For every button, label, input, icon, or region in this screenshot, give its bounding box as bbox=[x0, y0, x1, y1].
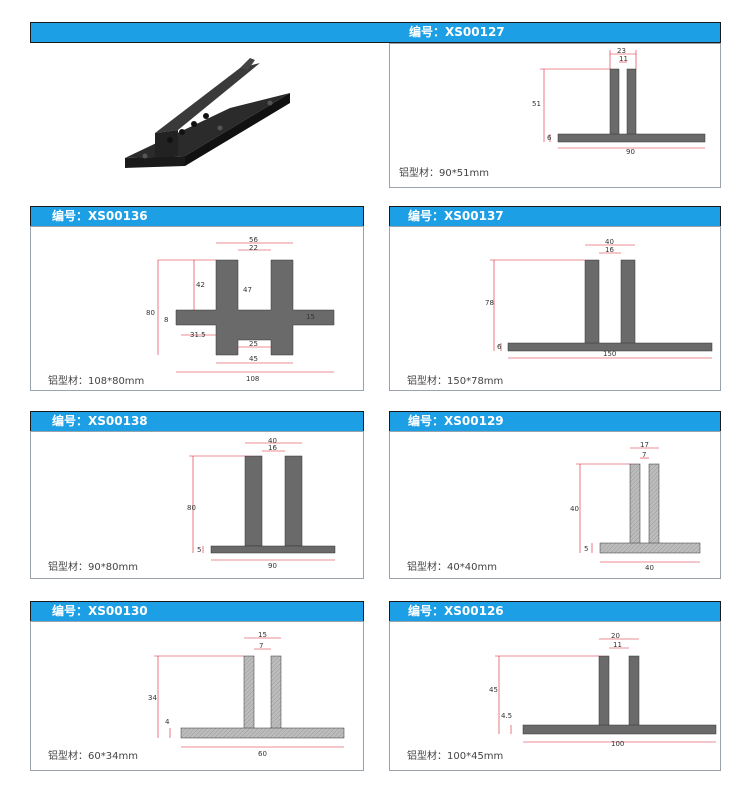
card-header-xs00138: 编号：XS00138 bbox=[30, 411, 364, 432]
dim-t: 4 bbox=[165, 718, 170, 726]
dim-top2: 22 bbox=[249, 244, 258, 252]
dim-h: 40 bbox=[570, 505, 579, 513]
dim-w1: 40 bbox=[268, 437, 277, 445]
dim-h2: 47 bbox=[243, 286, 252, 294]
card-header-xs00126: 编号：XS00126 bbox=[389, 601, 721, 622]
profile-drawing: 40 16 80 5 90 bbox=[181, 436, 361, 575]
dim-w1: 23 bbox=[617, 47, 626, 55]
dim-w2: 11 bbox=[619, 55, 628, 63]
card-header-xs00137: 编号：XS00137 bbox=[389, 206, 721, 227]
card-code: 编号：XS00138 bbox=[52, 414, 148, 428]
card-xs00136: 56 22 42 47 80 8 31.5 15 25 45 108 铝型材：1… bbox=[30, 226, 364, 391]
material-label: 铝型材：108*80mm bbox=[48, 376, 145, 387]
dim-top1: 56 bbox=[249, 236, 258, 244]
dim-w2: 7 bbox=[259, 642, 263, 650]
top-code: 编号：XS00127 bbox=[409, 25, 505, 39]
material-label: 铝型材：100*45mm bbox=[407, 751, 504, 762]
dim-small: 15 bbox=[306, 313, 315, 321]
card-code: 编号：XS00126 bbox=[408, 604, 504, 618]
dim-base: 90 bbox=[268, 562, 277, 570]
dim-h: 45 bbox=[489, 686, 498, 694]
material-label: 铝型材：40*40mm bbox=[407, 562, 497, 573]
card-xs00129: 17 7 40 5 40 铝型材：40*40mm bbox=[389, 431, 721, 579]
card-header-xs00129: 编号：XS00129 bbox=[389, 411, 721, 432]
card-code: 编号：XS00130 bbox=[52, 604, 148, 618]
card-xs00127: 23 11 51 6 90 铝型材：90*51mm bbox=[389, 43, 721, 188]
card-header-xs00136: 编号：XS00136 bbox=[30, 206, 364, 227]
dim-h: 51 bbox=[532, 100, 541, 108]
dim-base: 108 bbox=[246, 375, 259, 383]
dim-w1: 40 bbox=[605, 238, 614, 246]
dim-base: 100 bbox=[611, 740, 624, 748]
dim-w2: 7 bbox=[642, 451, 646, 459]
dim-t: 6 bbox=[547, 134, 552, 142]
dim-t: 4.5 bbox=[501, 712, 512, 720]
profile-drawing: 17 7 40 5 40 bbox=[570, 436, 720, 575]
material-label: 铝型材：150*78mm bbox=[407, 376, 504, 387]
profile-drawing: 23 11 51 6 90 bbox=[530, 44, 710, 163]
top-header: 编号：XS00127 bbox=[30, 22, 721, 43]
product-photo bbox=[100, 48, 300, 188]
dim-w1: 17 bbox=[640, 441, 649, 449]
dim-side: 31.5 bbox=[190, 331, 206, 339]
profile-drawing: 40 16 78 6 150 bbox=[485, 235, 715, 369]
dim-h: 34 bbox=[148, 694, 157, 702]
dim-t: 5 bbox=[197, 546, 201, 554]
dim-w2: 11 bbox=[613, 641, 622, 649]
profile-drawing: 15 7 34 4 60 bbox=[146, 628, 356, 762]
dim-base: 60 bbox=[258, 750, 267, 758]
dim-base: 90 bbox=[626, 148, 635, 156]
dim-t: 8 bbox=[164, 316, 168, 324]
dim-base: 150 bbox=[603, 350, 616, 358]
profile-drawing: 20 11 45 4.5 100 bbox=[485, 628, 720, 757]
card-code: 编号：XS00137 bbox=[408, 209, 504, 223]
card-code: 编号：XS00129 bbox=[408, 414, 504, 428]
material-label: 铝型材：60*34mm bbox=[48, 751, 138, 762]
card-xs00138: 40 16 80 5 90 铝型材：90*80mm bbox=[30, 431, 364, 579]
card-xs00130: 15 7 34 4 60 铝型材：60*34mm bbox=[30, 621, 364, 771]
dim-base: 40 bbox=[645, 564, 654, 571]
card-header-xs00130: 编号：XS00130 bbox=[30, 601, 364, 622]
dim-inner: 45 bbox=[249, 355, 258, 363]
dim-h1: 42 bbox=[196, 281, 205, 289]
dim-w2: 16 bbox=[605, 246, 614, 254]
dim-t: 5 bbox=[584, 545, 588, 553]
card-xs00137: 40 16 78 6 150 铝型材：150*78mm bbox=[389, 226, 721, 391]
card-code: 编号：XS00136 bbox=[52, 209, 148, 223]
dim-h: 80 bbox=[187, 504, 196, 512]
material-label: 铝型材：90*51mm bbox=[399, 168, 489, 179]
dim-w2: 16 bbox=[268, 444, 277, 452]
card-xs00126: 20 11 45 4.5 100 铝型材：100*45mm bbox=[389, 621, 721, 771]
dim-h: 78 bbox=[485, 299, 494, 307]
dim-mid: 25 bbox=[249, 340, 258, 348]
dim-w1: 20 bbox=[611, 632, 620, 640]
material-label: 铝型材：90*80mm bbox=[48, 562, 138, 573]
profile-drawing: 56 22 42 47 80 8 31.5 15 25 45 108 bbox=[146, 235, 346, 389]
dim-h: 80 bbox=[146, 309, 155, 317]
dim-w1: 15 bbox=[258, 631, 267, 639]
dim-t: 6 bbox=[497, 343, 502, 351]
